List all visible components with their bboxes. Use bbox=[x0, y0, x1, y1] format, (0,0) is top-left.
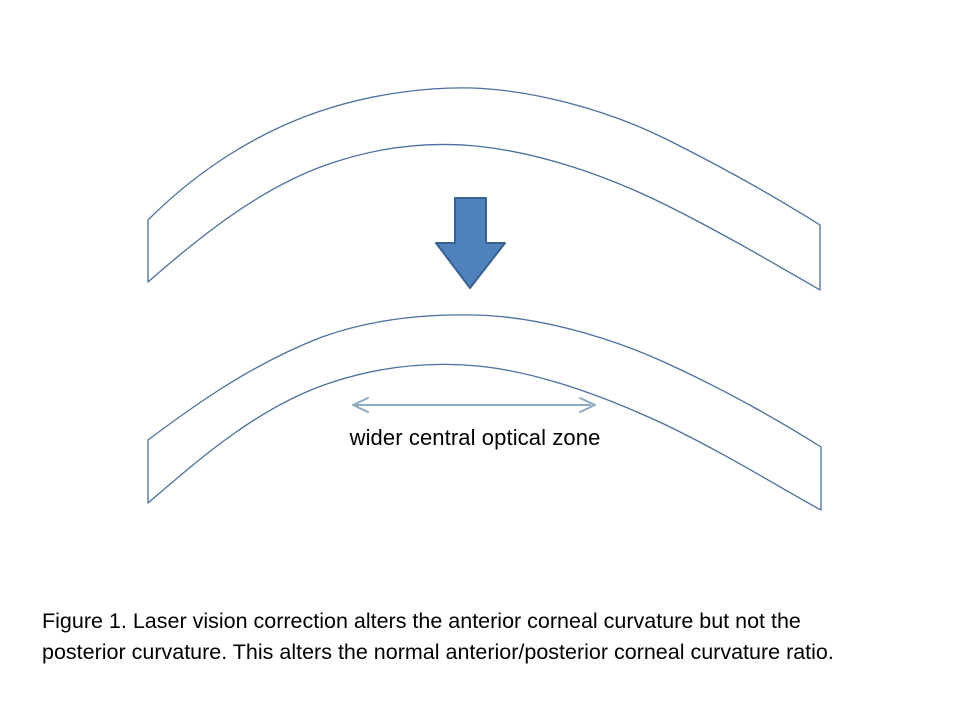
figure-caption: Figure 1. Laser vision correction alters… bbox=[42, 606, 942, 668]
span-arrow-head-right bbox=[579, 397, 596, 413]
span-arrow-head-left bbox=[352, 397, 369, 413]
pre-op-cornea-outline bbox=[147, 87, 821, 291]
down-arrow-icon bbox=[435, 197, 506, 289]
post-op-cornea-outline bbox=[147, 314, 822, 511]
post-op-cornea-shape bbox=[147, 314, 822, 511]
figure-caption-line-1: Figure 1. Laser vision correction alters… bbox=[42, 609, 801, 633]
pre-op-cornea-shape bbox=[147, 87, 821, 291]
double-headed-arrow-icon bbox=[352, 397, 596, 413]
optical-zone-label: wider central optical zone bbox=[0, 425, 960, 451]
optical-zone-label-text: wider central optical zone bbox=[349, 425, 601, 450]
down-arrow-shape bbox=[435, 197, 506, 289]
figure-caption-line-2: posterior curvature. This alters the nor… bbox=[42, 640, 834, 664]
